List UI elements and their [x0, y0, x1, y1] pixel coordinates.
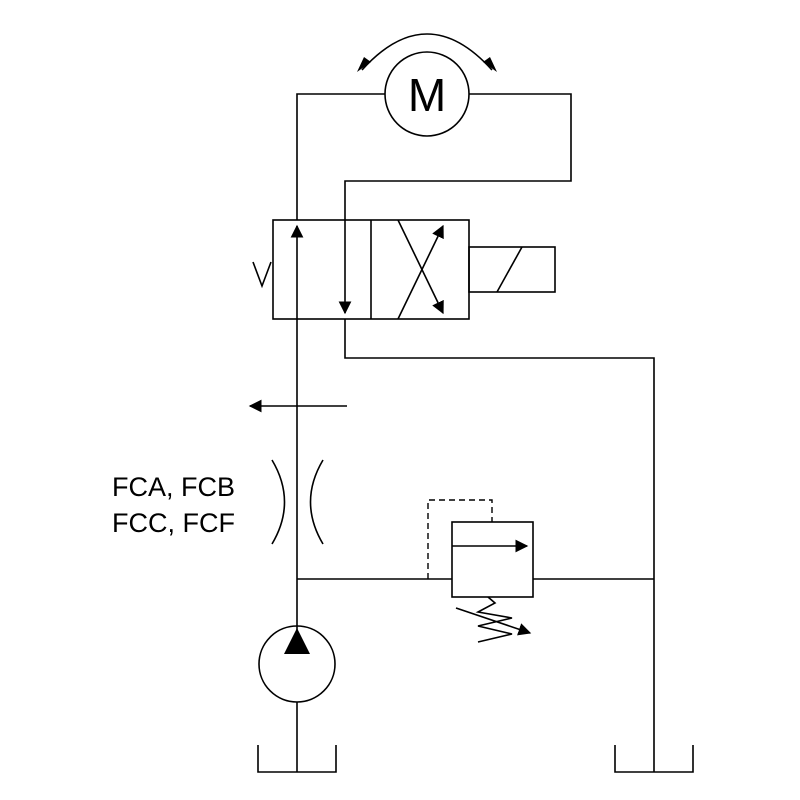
solenoid-actuator: [468, 246, 556, 293]
flow-control-valve: [271, 459, 324, 545]
relief-valve: [427, 499, 534, 643]
solenoid-slash: [496, 246, 523, 293]
tank-left-icon: [257, 745, 337, 773]
motor-symbol: M: [357, 33, 497, 137]
relief-valve-body: [451, 521, 534, 598]
pump-arrow-icon: [284, 628, 310, 654]
rotation-arrow-left-icon: [357, 57, 371, 72]
rotation-arc: [361, 33, 493, 71]
motor-lines: [296, 93, 572, 220]
pilot-line-dashed: [427, 499, 493, 579]
hydraulic-pump: [258, 625, 336, 772]
directional-valve: [252, 219, 556, 320]
orifice-arc-left: [271, 459, 286, 545]
relief-spring-icon: [475, 596, 513, 643]
model-label-line2: FCC, FCF: [112, 508, 235, 538]
rotation-arrow-right-icon: [483, 57, 497, 72]
orifice-arc-right: [309, 459, 324, 545]
spring-return-icon: [252, 261, 272, 289]
motor-line-a: [296, 93, 385, 220]
tank-right-icon: [614, 745, 694, 773]
cross-arrow-up-icon: [397, 224, 444, 320]
motor-letter: M: [408, 69, 446, 121]
spring-adjust-arrow-icon: [455, 607, 532, 636]
return-line-path: [344, 319, 655, 772]
motor-line-b: [344, 93, 572, 220]
cross-arrow-down-icon: [397, 219, 444, 315]
return-line: [344, 319, 655, 772]
model-label-line1: FCA, FCB: [112, 472, 235, 502]
